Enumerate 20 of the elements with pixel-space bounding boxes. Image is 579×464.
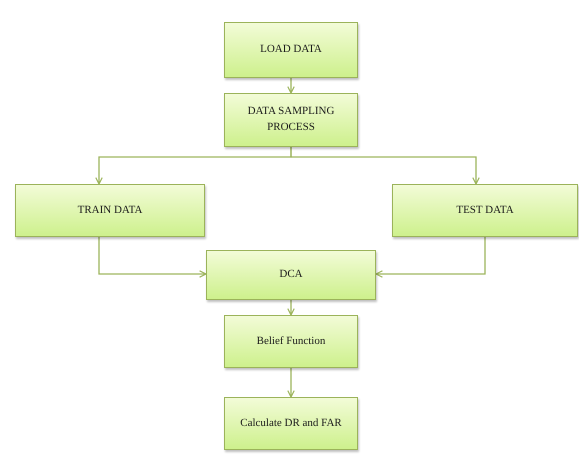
box-label: DATA SAMPLING PROCESS [246, 104, 336, 135]
arrow [287, 300, 295, 316]
arrow [290, 147, 480, 185]
arrow [287, 368, 295, 398]
arrow [287, 78, 295, 94]
process-box [206, 250, 376, 300]
arrow [375, 237, 486, 278]
process-box [392, 184, 578, 237]
process-box [224, 397, 358, 450]
box-label: TRAIN DATA [78, 202, 142, 218]
process-box [224, 22, 358, 78]
process-box [224, 93, 358, 147]
process-box [15, 184, 205, 237]
box-label: TEST DATA [456, 202, 514, 218]
process-box [224, 315, 358, 368]
box-label: Belief Function [256, 334, 326, 349]
arrow [98, 237, 207, 278]
box-label: LOAD DATA [260, 42, 322, 58]
box-label: Calculate DR and FAR [240, 416, 342, 431]
box-label: DCA [279, 267, 303, 282]
